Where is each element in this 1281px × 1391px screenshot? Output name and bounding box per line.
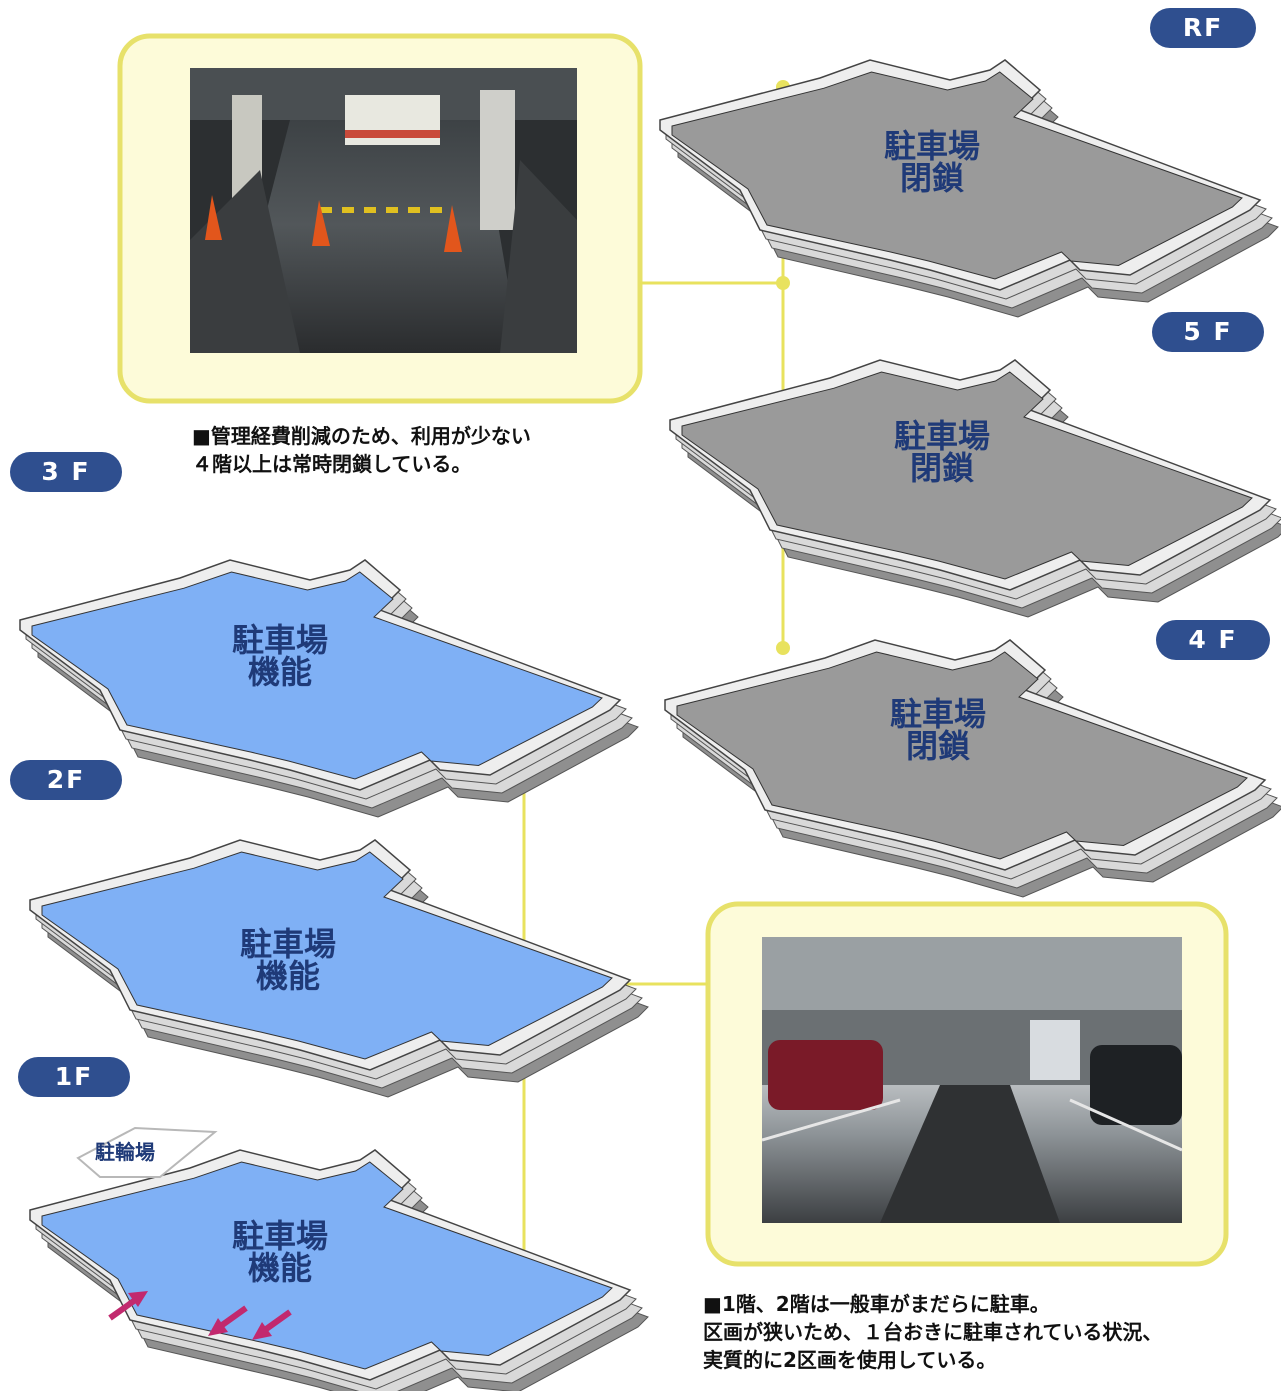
bicycle-parking-area bbox=[76, 1126, 218, 1178]
floor-badge-4f: 4 F bbox=[1156, 620, 1270, 660]
floor-plate-1f bbox=[29, 1149, 649, 1391]
floor-label-line2: 閉鎖 bbox=[905, 727, 970, 765]
floor-label-1f: 駐車場 機能 bbox=[210, 1220, 350, 1284]
garage-photo bbox=[761, 937, 1183, 1223]
floor-label-line1: 駐車場 bbox=[231, 1217, 328, 1255]
floor-label-line1: 駐車場 bbox=[883, 127, 980, 165]
floor-label-line1: 駐車場 bbox=[231, 621, 328, 659]
entrance-arrow bbox=[108, 1291, 148, 1321]
floor-badge-2f: 2F bbox=[10, 760, 122, 800]
floor-plate-2f bbox=[29, 839, 649, 1098]
upper-caption-line2: ４階以上は常時閉鎖している。 bbox=[192, 452, 472, 476]
lower-caption-line1: ■1階、2階は一般車がまだらに駐車。 bbox=[703, 1292, 1050, 1316]
floor-plate-surface bbox=[31, 571, 603, 780]
floor-label-line1: 駐車場 bbox=[239, 925, 336, 963]
floor-plate-rf bbox=[659, 59, 1279, 318]
lower-photo-callout bbox=[705, 901, 1229, 1267]
floor-plate-surface bbox=[41, 851, 613, 1060]
floor-plate-surface bbox=[676, 651, 1248, 860]
floor-label-line2: 閉鎖 bbox=[899, 159, 964, 197]
floor-label-line1: 駐車場 bbox=[889, 695, 986, 733]
lower-caption-line2: 区画が狭いため、１台おきに駐車されている状況、 bbox=[703, 1320, 1163, 1344]
floor-badge-rf: RF bbox=[1150, 8, 1256, 48]
floor-badge-3f: 3 F bbox=[10, 452, 122, 492]
floor-label-line2: 機能 bbox=[247, 1249, 312, 1287]
floor-badge-5f: 5 F bbox=[1152, 312, 1264, 352]
floor-plate-4f bbox=[664, 639, 1281, 898]
floor-plate-surface bbox=[671, 71, 1243, 280]
floor-plate-surface bbox=[41, 1161, 613, 1370]
floor-label-line1: 駐車場 bbox=[893, 417, 990, 455]
floor-label-5f: 駐車場 閉鎖 bbox=[872, 420, 1012, 484]
ramp-photo bbox=[190, 68, 577, 353]
floor-label-line2: 閉鎖 bbox=[909, 449, 974, 487]
floor-label-3f: 駐車場 機能 bbox=[210, 624, 350, 688]
upper-photo-callout bbox=[117, 33, 643, 404]
floor-label-2f: 駐車場 機能 bbox=[218, 928, 358, 992]
entrance-arrow bbox=[208, 1305, 248, 1336]
lower-caption-line3: 実質的に2区画を使用している。 bbox=[703, 1348, 997, 1372]
floor-label-rf: 駐車場 閉鎖 bbox=[862, 130, 1002, 194]
floor-label-4f: 駐車場 閉鎖 bbox=[868, 698, 1008, 762]
floor-label-line2: 機能 bbox=[255, 957, 320, 995]
floor-badge-1f: 1F bbox=[18, 1057, 130, 1097]
floor-plate-3f bbox=[19, 559, 639, 818]
floor-plate-surface bbox=[681, 371, 1253, 580]
upper-caption-line1: ■管理経費削減のため、利用が少ない bbox=[192, 424, 531, 448]
upper-caption: ■管理経費削減のため、利用が少ない ４階以上は常時閉鎖している。 bbox=[192, 422, 531, 478]
floor-label-line2: 機能 bbox=[247, 653, 312, 691]
entrance-arrow bbox=[252, 1309, 292, 1340]
bicycle-parking-label: 駐輪場 bbox=[95, 1140, 155, 1164]
floor-plate-5f bbox=[669, 359, 1281, 618]
entrance-arrows bbox=[108, 1291, 292, 1340]
lower-caption: ■1階、2階は一般車がまだらに駐車。 区画が狭いため、１台おきに駐車されている状… bbox=[703, 1290, 1162, 1374]
